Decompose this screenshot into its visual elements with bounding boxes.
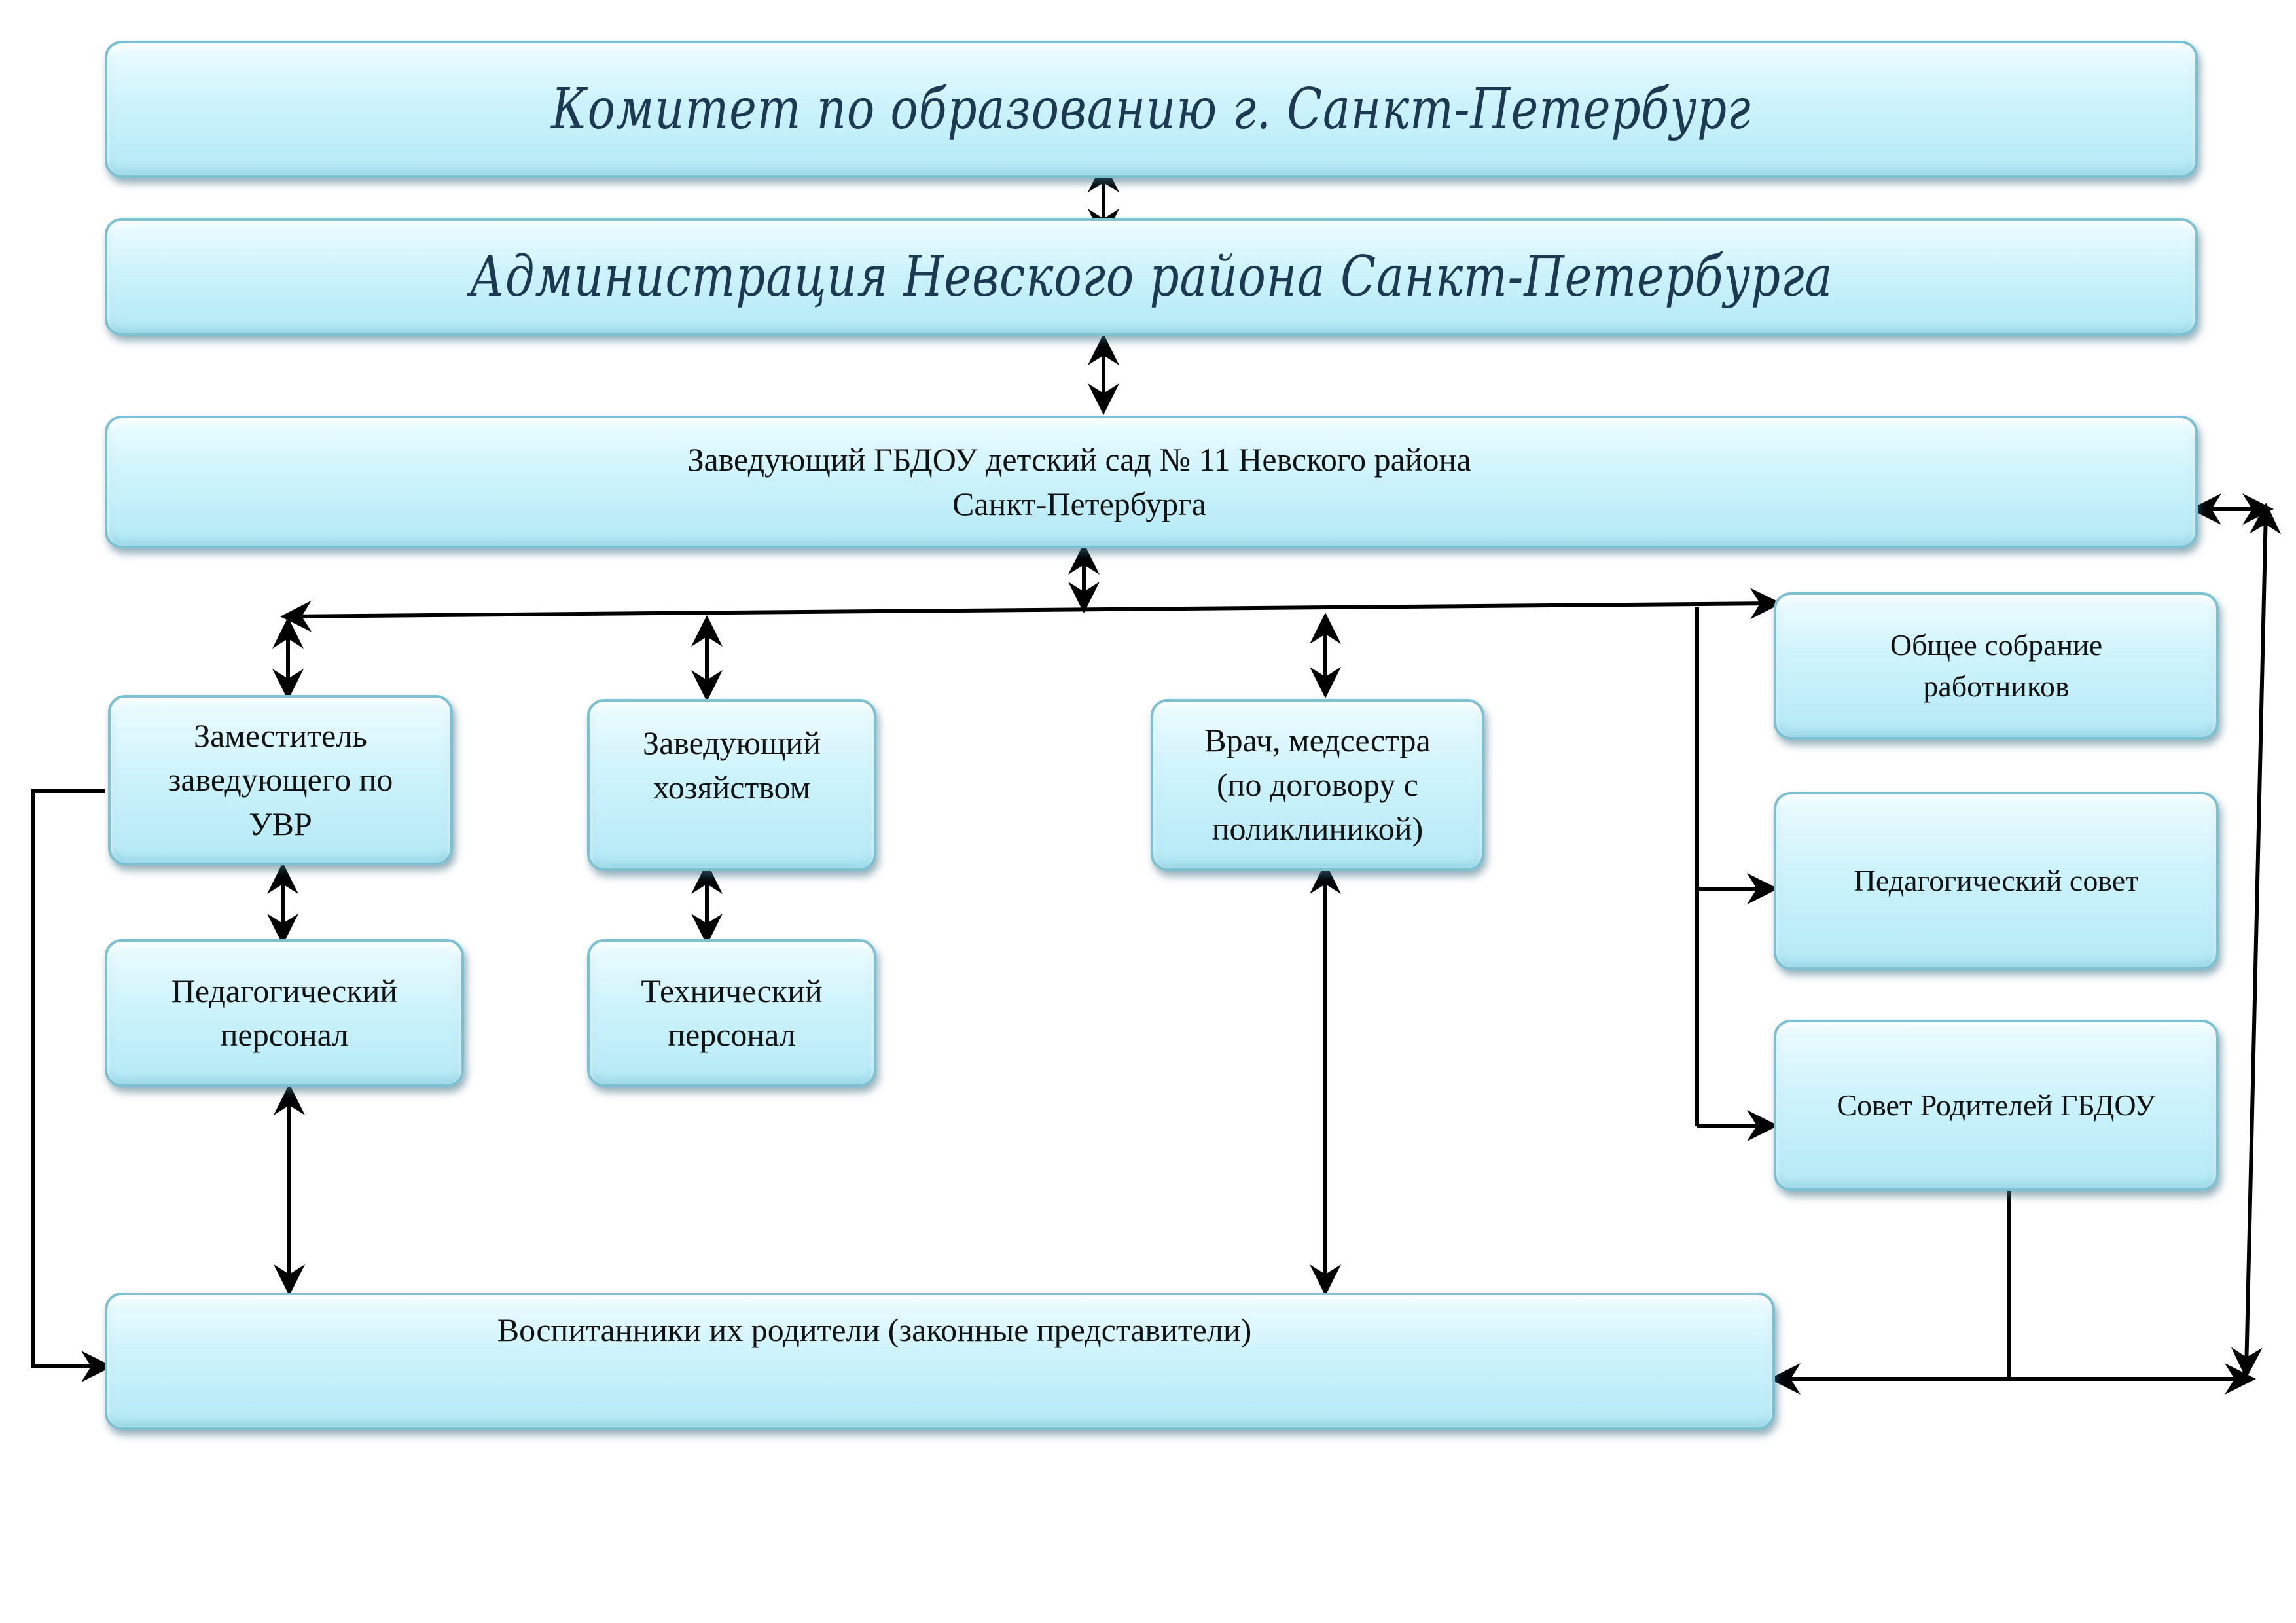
parents-council-box: Совет Родителей ГБДОУ bbox=[1774, 1020, 2219, 1191]
doctor-box: Врач, медсестра (по договору с поликлини… bbox=[1151, 699, 1484, 871]
technical-staff-label: Технический персонал bbox=[641, 972, 823, 1054]
committee-box: Комитет по образованию г. Санкт-Петербур… bbox=[105, 41, 2198, 178]
housekeeping-box: Заведующий хозяйством bbox=[587, 699, 876, 871]
pedagogical-council-box: Педагогический совет bbox=[1774, 792, 2219, 970]
pedagogical-council-label: Педагогический совет bbox=[1854, 863, 2139, 897]
general-meeting-label: Общее собрание работников bbox=[1890, 628, 2103, 703]
pupils-box: Воспитанники их родители (законные предс… bbox=[105, 1293, 1775, 1430]
parents-council-label: Совет Родителей ГБДОУ bbox=[1837, 1088, 2156, 1122]
teaching-staff-box: Педагогический персонал bbox=[105, 939, 464, 1087]
teaching-staff-label: Педагогический персонал bbox=[171, 972, 398, 1054]
doctor-label: Врач, медсестра (по договору с поликлини… bbox=[1204, 722, 1431, 847]
head-label: Заведующий ГБДОУ детский сад № 11 Невско… bbox=[687, 441, 1471, 522]
deputy-box: Заместитель заведующего по УВР bbox=[108, 695, 453, 865]
head-box: Заведующий ГБДОУ детский сад № 11 Невско… bbox=[105, 416, 2198, 548]
arrow-deputy-pupils-left bbox=[31, 789, 113, 1382]
administration-box: Администрация Невского района Санкт-Пете… bbox=[105, 218, 2198, 336]
general-meeting-box: Общее собрание работников bbox=[1774, 592, 2219, 740]
administration-label: Администрация Невского района Санкт-Пете… bbox=[469, 243, 1833, 310]
horizontal-bus bbox=[280, 588, 1782, 632]
arrow-right-vertical bbox=[2231, 503, 2282, 1379]
housekeeping-label: Заведующий хозяйством bbox=[643, 724, 821, 806]
committee-label: Комитет по образованию г. Санкт-Петербур… bbox=[551, 76, 1751, 142]
pupils-label: Воспитанники их родители (законные предс… bbox=[497, 1311, 1252, 1348]
deputy-label: Заместитель заведующего по УВР bbox=[168, 717, 393, 842]
technical-staff-box: Технический персонал bbox=[587, 939, 876, 1087]
